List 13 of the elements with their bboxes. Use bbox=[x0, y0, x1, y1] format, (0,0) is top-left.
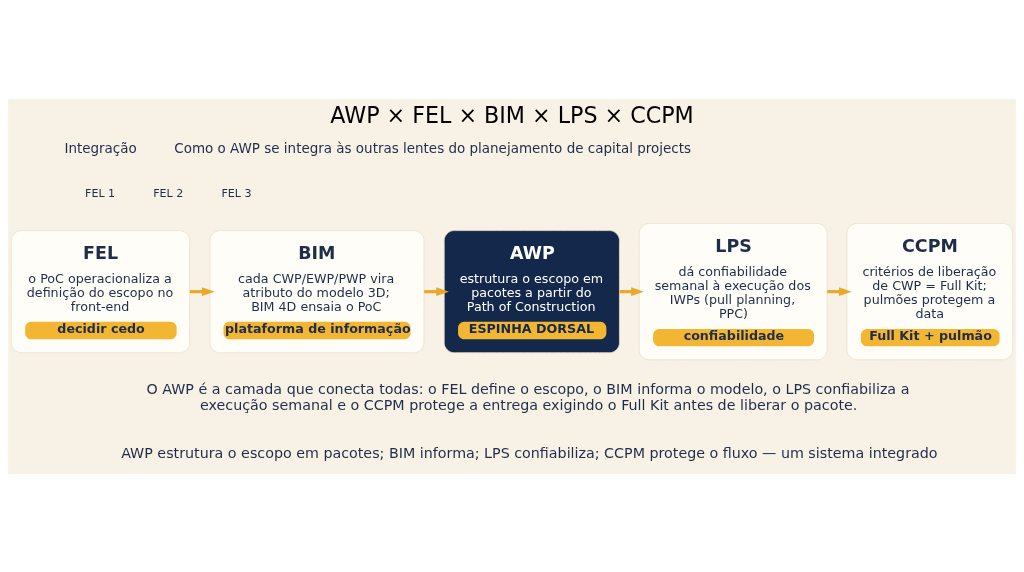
label: Como o AWP se integra às outras lentes do planejamento de capital projects bbox=[174, 139, 692, 156]
label: FEL 2 bbox=[153, 186, 184, 200]
label: O AWP é a camada que conecta todas: o FEL define o escopo, o BIM informa o modelo, o LPS confiabiliza a execução semanal e o CCPM protege a entrega exigindo o Full Kit antes de liberar o pacote. bbox=[146, 380, 910, 413]
node-box: CCPM critérios de liberação de CWP = Full Kit; pulmões protegem a data Full Kit + pulmão bbox=[846, 222, 1014, 360]
node-box: AWP estrutura o escopo em pacotes a partir do Path of Construction ESPINHA DORSAL bbox=[443, 229, 620, 353]
node-box: BIM cada CWP/EWP/PWP vira atributo do modelo 3D; BIM 4D ensaia o PoC plataforma de informação bbox=[209, 229, 425, 353]
label: FEL 1 bbox=[85, 186, 116, 200]
label: AWP estrutura o escopo em pacotes; BIM informa; LPS confiabiliza; CCPM protege o fluxo — um sistema integrado bbox=[121, 444, 938, 461]
diagram-title: AWP × FEL × BIM × LPS × CCPM bbox=[330, 101, 694, 128]
label: Integração bbox=[64, 139, 137, 156]
node-box: LPS dá confiabilidade semanal à execução dos IWPs (pull planning, PPC) confiabilidade bbox=[638, 222, 828, 360]
label: FEL 3 bbox=[221, 186, 252, 200]
node-box: FEL o PoC operacionaliza a definição do escopo no front-end decidir cedo bbox=[10, 229, 191, 353]
